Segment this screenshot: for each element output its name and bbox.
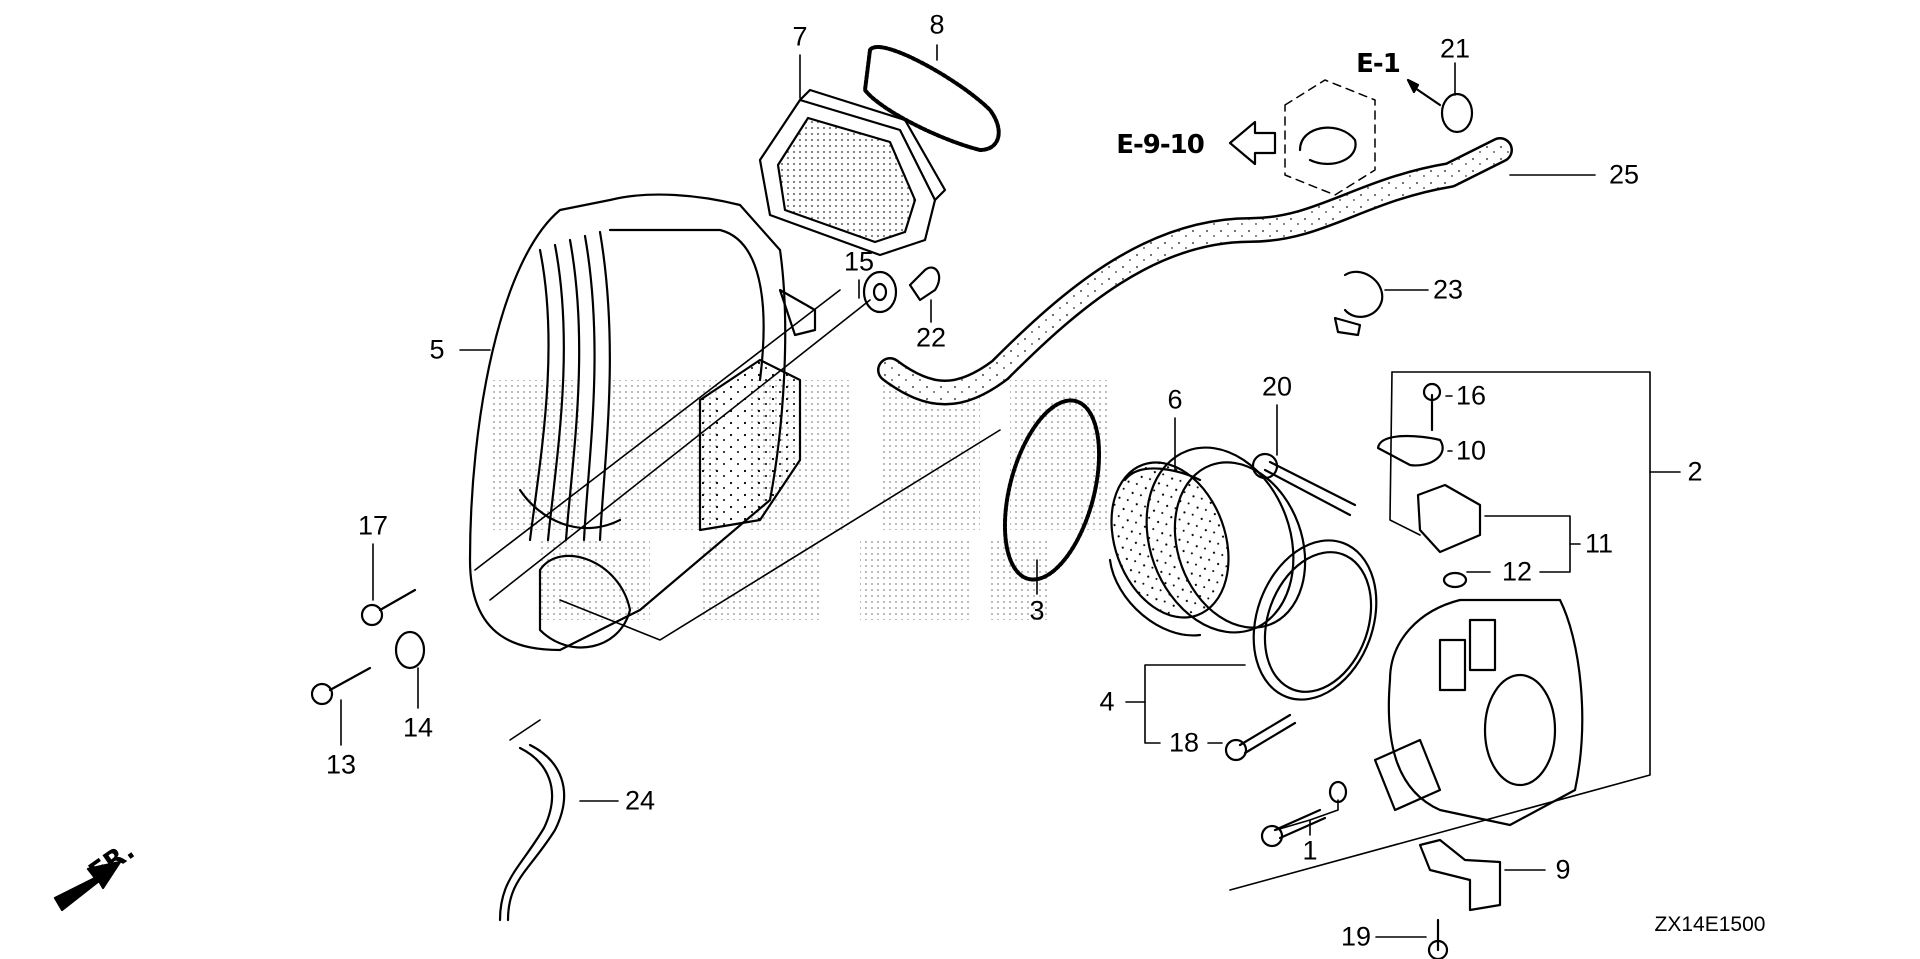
band (1002, 398, 1102, 582)
collar (908, 266, 941, 302)
flange-bolt (1238, 713, 1297, 755)
callout-24: 24 (624, 785, 656, 816)
callout-9: 9 (1555, 854, 1571, 885)
callout-16: 16 (1455, 380, 1487, 411)
callout-7: 7 (792, 21, 808, 52)
air-cleaner-element (758, 88, 947, 257)
callout-8: 8 (929, 9, 945, 40)
e-9-10-arrow (1228, 120, 1277, 166)
leader-lines (340, 44, 1681, 938)
grommet (862, 270, 898, 314)
joint-bolt (1263, 460, 1357, 517)
callout-3: 3 (1029, 595, 1045, 626)
callout-15: 15 (843, 246, 875, 277)
intake-joint (1108, 446, 1307, 637)
callout-17: 17 (357, 510, 389, 541)
drain-tube (506, 743, 566, 922)
callout-14: 14 (402, 712, 434, 743)
stud-bolt (328, 666, 372, 692)
callout-6: 6 (1167, 384, 1183, 415)
clamp-reference-box (1284, 79, 1376, 196)
callout-1: 1 (1302, 835, 1318, 866)
callout-2: 2 (1687, 456, 1703, 487)
throttle-bolt (1273, 808, 1327, 840)
callout-25: 25 (1608, 159, 1640, 190)
callout-22: 22 (915, 322, 947, 353)
joint-ring (1252, 539, 1378, 701)
callout-5: 5 (429, 334, 445, 365)
callout-11: 11 (1584, 528, 1614, 559)
callout-18: 18 (1168, 727, 1200, 758)
callout-20: 20 (1261, 371, 1293, 402)
callout-23: 23 (1432, 274, 1464, 305)
callout-21: 21 (1439, 33, 1471, 64)
throttle-body (1373, 598, 1584, 827)
callout-12: 12 (1501, 556, 1533, 587)
hose-clip (1440, 92, 1474, 134)
callout-13: 13 (325, 749, 357, 780)
sensor-plate (1376, 434, 1444, 467)
element-seal (863, 45, 1001, 152)
o-ring (1442, 571, 1468, 589)
callout-10: 10 (1455, 435, 1487, 466)
air-cleaner-case (468, 193, 817, 652)
reference-e-9-10[interactable]: E-9-10 (1116, 130, 1205, 160)
map-sensor (1416, 483, 1482, 554)
drawing-code: ZX14E1500 (1654, 913, 1766, 936)
front-arrow (53, 860, 122, 912)
hose-clamp (1333, 270, 1384, 337)
case-grommet (394, 630, 426, 670)
bracket (1418, 838, 1502, 912)
reference-e-1[interactable]: E-1 (1356, 49, 1401, 79)
callout-19: 19 (1340, 921, 1372, 952)
case-bolt (378, 588, 417, 612)
callout-4: 4 (1099, 686, 1115, 717)
